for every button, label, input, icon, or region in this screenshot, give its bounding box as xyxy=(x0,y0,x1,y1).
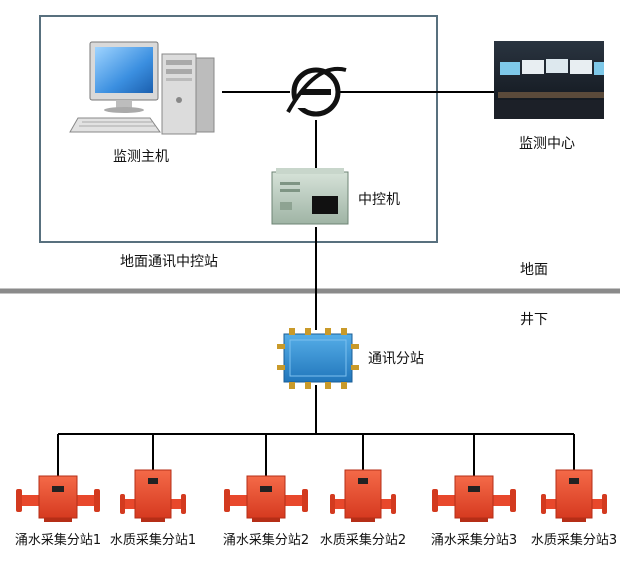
station-label: 涌水采集分站2 xyxy=(222,533,310,548)
host-label: 监测主机 xyxy=(113,149,169,165)
substation-label: 通讯分站 xyxy=(368,351,424,367)
flow-sensor-icon xyxy=(16,475,100,522)
underground-label: 井下 xyxy=(520,312,548,328)
surface-station-frame xyxy=(39,15,438,243)
monitoring-center-photo xyxy=(494,41,604,119)
flow-sensor-icon xyxy=(224,475,308,522)
industrial-computer-icon xyxy=(271,168,349,225)
station-icons xyxy=(16,469,607,522)
controller-label: 中控机 xyxy=(358,192,400,208)
junction-box-icon xyxy=(277,328,359,389)
station-label: 涌水采集分站3 xyxy=(430,533,518,548)
flow-sensor-icon xyxy=(330,469,396,522)
flow-sensor-icon xyxy=(541,469,607,522)
desktop-computer-icon xyxy=(69,41,215,135)
center-label: 监测中心 xyxy=(519,136,575,152)
station-label: 水质采集分站1 xyxy=(109,533,197,548)
flow-sensor-icon xyxy=(120,469,186,522)
ie-network-icon xyxy=(286,66,347,117)
station-label: 水质采集分站3 xyxy=(530,533,618,548)
surface-station-label: 地面通讯中控站 xyxy=(120,254,218,270)
surface-label: 地面 xyxy=(520,262,548,278)
flow-sensor-icon xyxy=(432,475,516,522)
station-label: 涌水采集分站1 xyxy=(14,533,102,548)
station-label: 水质采集分站2 xyxy=(319,533,407,548)
